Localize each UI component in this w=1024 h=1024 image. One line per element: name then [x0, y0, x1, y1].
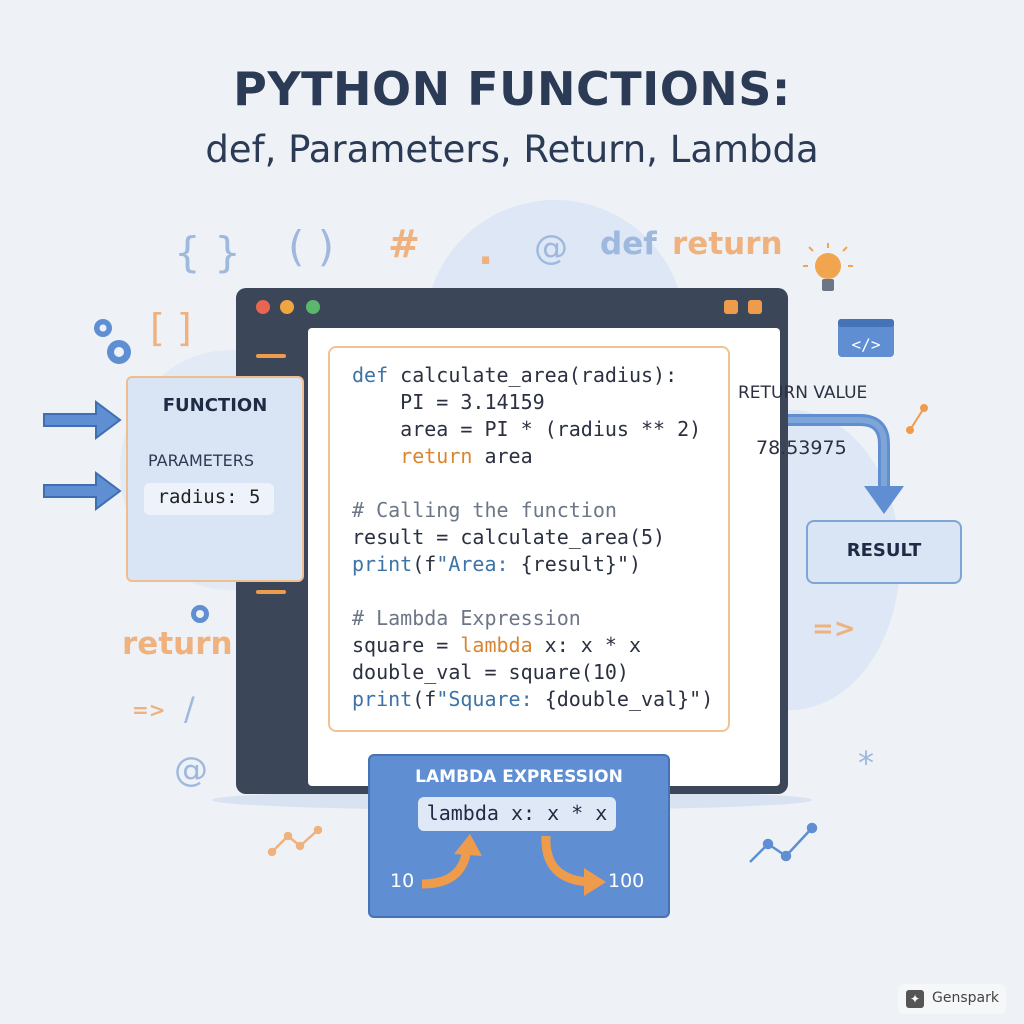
code-text: {double_val}") [544, 687, 714, 711]
line-chart-icon [267, 825, 323, 857]
lambda-keyword: lambda [460, 633, 533, 657]
gear-icon [94, 319, 131, 364]
dot-symbol: . [478, 228, 494, 274]
code-comment-calling: # Calling the function [352, 498, 617, 522]
function-title: FUNCTION [162, 395, 268, 416]
svg-text:</>: </> [852, 335, 881, 354]
slash-symbol: / [184, 690, 195, 728]
lambda-title: LAMBDA EXPRESSION [415, 767, 623, 787]
arrow-icon [43, 400, 122, 511]
arrow-icon [864, 486, 904, 514]
arrow-icon [454, 834, 482, 856]
line-chart-icon [906, 404, 928, 434]
function-box [126, 376, 304, 582]
page-title: PYTHON FUNCTIONS: [233, 62, 791, 116]
lambda-output: 100 [608, 870, 645, 892]
code-text: {result}") [520, 552, 642, 576]
lambda-code: lambda x: x * x [426, 801, 608, 825]
code-text: (f [412, 552, 437, 576]
parens-symbol: ( ) [288, 222, 335, 271]
code-text: area [472, 444, 533, 468]
code-line-lambda: square = lambda x: x * x [352, 632, 641, 659]
line-chart-icon [749, 822, 818, 863]
param-pill [144, 483, 274, 515]
parameters-label: PARAMETERS [148, 451, 255, 470]
code-text: x: x * x [532, 633, 641, 657]
return-keyword-symbol: return [672, 226, 783, 262]
code-line-3: area = PI * (radius ** 2) [352, 417, 702, 441]
asterisk-symbol: * [858, 744, 874, 782]
code-text: square = [352, 633, 461, 657]
code-frame [328, 346, 730, 732]
arrow-icon [541, 835, 591, 887]
brackets-symbol: [ ] [150, 306, 192, 350]
arrow-symbol-right: => [812, 614, 856, 644]
string-literal: "Area: [436, 552, 521, 576]
code-comment-lambda: # Lambda Expression [352, 606, 581, 630]
window-minimize-dot[interactable] [280, 300, 294, 314]
sidebar-line [256, 590, 286, 594]
lightbulb-icon [803, 243, 853, 291]
return-keyword-left: return [122, 626, 233, 662]
arrow-icon [584, 868, 606, 896]
code-line-1: def calculate_area(radius): [352, 362, 677, 389]
page-subtitle: def, Parameters, Return, Lambda [205, 128, 819, 171]
code-text: (f [412, 687, 437, 711]
return-value-label: RETURN VALUE [738, 383, 868, 403]
at-symbol: @ [534, 228, 568, 268]
result-box [806, 520, 962, 584]
return-value: 78.53975 [756, 437, 847, 459]
return-keyword: return [352, 444, 473, 468]
code-line-print-square: print(f"Square: {double_val}") [352, 686, 713, 713]
lambda-arrows [421, 834, 606, 896]
window-button[interactable] [748, 300, 762, 314]
string-literal: "Square: [436, 687, 545, 711]
lambda-box [368, 754, 670, 918]
at-symbol-left: @ [174, 750, 208, 790]
watermark-text: Genspark [932, 990, 999, 1006]
print-keyword: print [352, 552, 413, 576]
editor-paper [308, 328, 780, 786]
window-maximize-dot[interactable] [306, 300, 320, 314]
def-keyword-symbol: def [600, 226, 657, 262]
window-button[interactable] [724, 300, 738, 314]
lambda-input: 10 [390, 870, 415, 892]
param-value: radius: 5 [157, 486, 261, 508]
sidebar-line [256, 354, 286, 358]
code-line-double-val: double_val = square(10) [352, 660, 629, 684]
arrow-icon [421, 852, 471, 889]
print-keyword: print [352, 687, 413, 711]
lambda-code-pill [418, 797, 616, 831]
braces-symbol: { } [174, 228, 241, 277]
code-tag-icon: </> [838, 319, 894, 357]
code-text: calculate_area(radius): [388, 363, 678, 387]
arrow-symbol-left: => [132, 698, 166, 722]
genspark-logo-icon: ✦ [906, 990, 924, 1008]
code-line-4: return area [352, 443, 533, 470]
result-label: RESULT [846, 540, 922, 561]
hash-symbol: # [388, 222, 420, 266]
code-line-print-area: print(f"Area: {result}") [352, 551, 641, 578]
def-keyword: def [352, 363, 389, 387]
window-close-dot[interactable] [256, 300, 270, 314]
code-line-2: PI = 3.14159 [352, 390, 545, 414]
code-line-call: result = calculate_area(5) [352, 525, 666, 549]
